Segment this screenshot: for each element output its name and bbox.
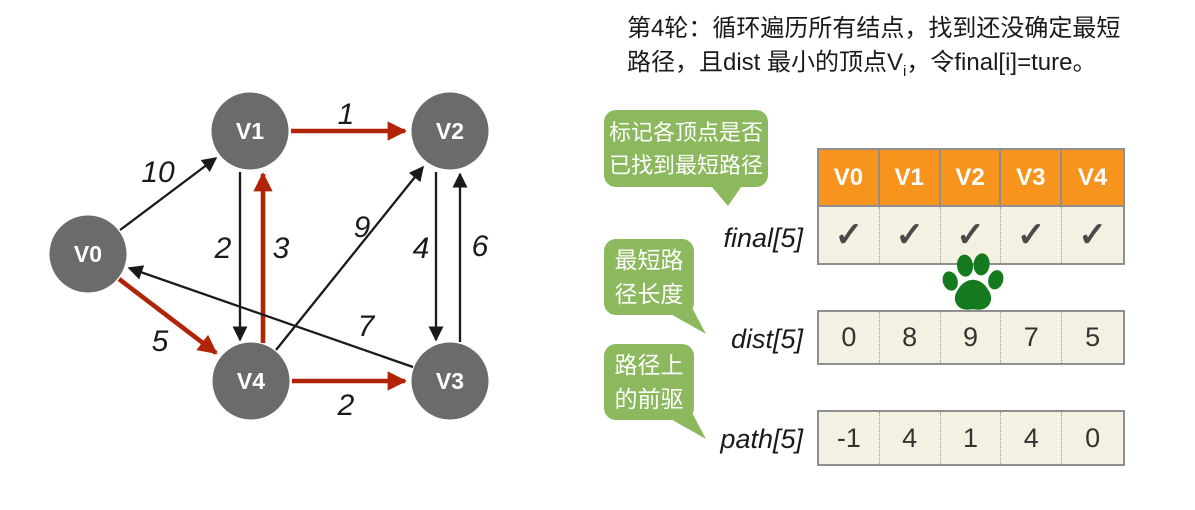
- final-note-line1: 标记各顶点是否: [608, 119, 763, 145]
- edge-v4-v3-weight: 2: [337, 389, 355, 422]
- node-v4-circle: [212, 342, 290, 420]
- edge-v2-v3-weight: 4: [413, 232, 430, 265]
- node-v0: V0: [49, 215, 127, 293]
- header-cell-v3: V3: [1001, 150, 1063, 205]
- paw-icon: [942, 253, 1004, 310]
- dist-note-line1: 最短路: [614, 247, 684, 273]
- edge-v3-v0-weight: 7: [358, 310, 376, 343]
- node-v0-label: V0: [74, 241, 102, 267]
- dist-note-bubble: 最短路 径长度: [604, 239, 694, 315]
- path-array-row: -1 4 1 4 0: [817, 410, 1125, 466]
- edge-v0-v1-weight: 10: [141, 156, 175, 189]
- path-note-line2: 的前驱: [614, 386, 684, 412]
- dist-cell-v0: 0: [819, 312, 880, 363]
- node-v1: V1: [211, 92, 289, 170]
- header-cell-v4: V4: [1077, 163, 1108, 191]
- header-cell-v2: V2: [941, 150, 1002, 205]
- path-note-line1: 路径上: [614, 352, 684, 378]
- node-v4-label: V4: [237, 368, 265, 394]
- dist-array-row: 0 8 9 7 5: [817, 310, 1125, 365]
- node-v3: V3: [411, 342, 489, 420]
- page-title: 第4轮：循环遍历所有结点，找到还没确定最短 路径，且dist 最小的顶点Vi，令…: [627, 12, 1167, 89]
- final-cell-v3: ✓: [1001, 207, 1063, 263]
- dist-cell-v1: 8: [880, 312, 941, 363]
- path-cell-v1: 4: [880, 412, 941, 464]
- node-v0-circle: [49, 215, 127, 293]
- page-title-line2: 路径，且dist 最小的顶点Vi，令final[i]=ture。: [627, 49, 1097, 80]
- dist-note-line2: 径长度: [614, 281, 684, 307]
- page-title-line1: 第4轮：循环遍历所有结点，找到还没确定最短: [627, 15, 1121, 42]
- final-cell-v4: ✓: [1078, 216, 1107, 254]
- path-cell-v2: 1: [941, 412, 1002, 464]
- dist-cell-v2: 9: [941, 312, 1002, 363]
- header-cell-v0: V0: [819, 150, 880, 205]
- edge-v4-v1-weight: 3: [273, 232, 290, 265]
- final-note-bubble: 标记各顶点是否 已找到最短路径: [604, 110, 768, 187]
- final-note-line2: 已找到最短路径: [608, 152, 763, 178]
- node-v2: V2: [411, 92, 489, 170]
- edge-v0-v4-weight: 5: [152, 325, 169, 358]
- path-cell-v4: 0: [1085, 422, 1101, 453]
- dist-cell-v4: 5: [1085, 322, 1101, 352]
- path-cell-v3: 4: [1001, 412, 1063, 464]
- header-cell-v1: V1: [880, 150, 941, 205]
- edge-v0-v4-line: [117, 277, 218, 355]
- path-cell-v0: -1: [819, 412, 880, 464]
- edge-v3-v2-weight: 6: [472, 230, 489, 263]
- vertex-header-row: V0 V1 V2 V3 V4: [817, 148, 1125, 207]
- final-cell-v1: ✓: [880, 207, 941, 263]
- node-v2-label: V2: [436, 118, 464, 144]
- path-array-label: path[5]: [720, 424, 803, 454]
- node-v1-circle: [211, 92, 289, 170]
- edge-v1-v2-weight: 1: [338, 98, 355, 131]
- edge-v4-v2-line: [275, 165, 424, 351]
- final-cell-v2: ✓: [941, 207, 1002, 263]
- edge-v3-v0-line: [127, 265, 414, 369]
- edge-v0-v1-line: [119, 157, 218, 231]
- final-note-bubble-tail: [706, 180, 746, 206]
- node-v1-label: V1: [236, 118, 264, 144]
- graph-diagram: 10 1 2 3 9 4 6 7 5 2 V0 V1 V2 V3 V4: [49, 92, 489, 422]
- node-v3-circle: [411, 342, 489, 420]
- dist-cell-v3: 7: [1001, 312, 1063, 363]
- path-note-bubble: 路径上 的前驱: [604, 344, 694, 420]
- node-v4: V4: [212, 342, 290, 420]
- edge-v4-v2-weight: 9: [354, 211, 371, 244]
- final-array-label: final[5]: [723, 223, 803, 253]
- dist-array-label: dist[5]: [730, 324, 803, 354]
- edge-v1-v4-weight: 2: [214, 232, 232, 265]
- node-v3-label: V3: [436, 368, 464, 394]
- final-cell-v0: ✓: [819, 207, 880, 263]
- node-v2-circle: [411, 92, 489, 170]
